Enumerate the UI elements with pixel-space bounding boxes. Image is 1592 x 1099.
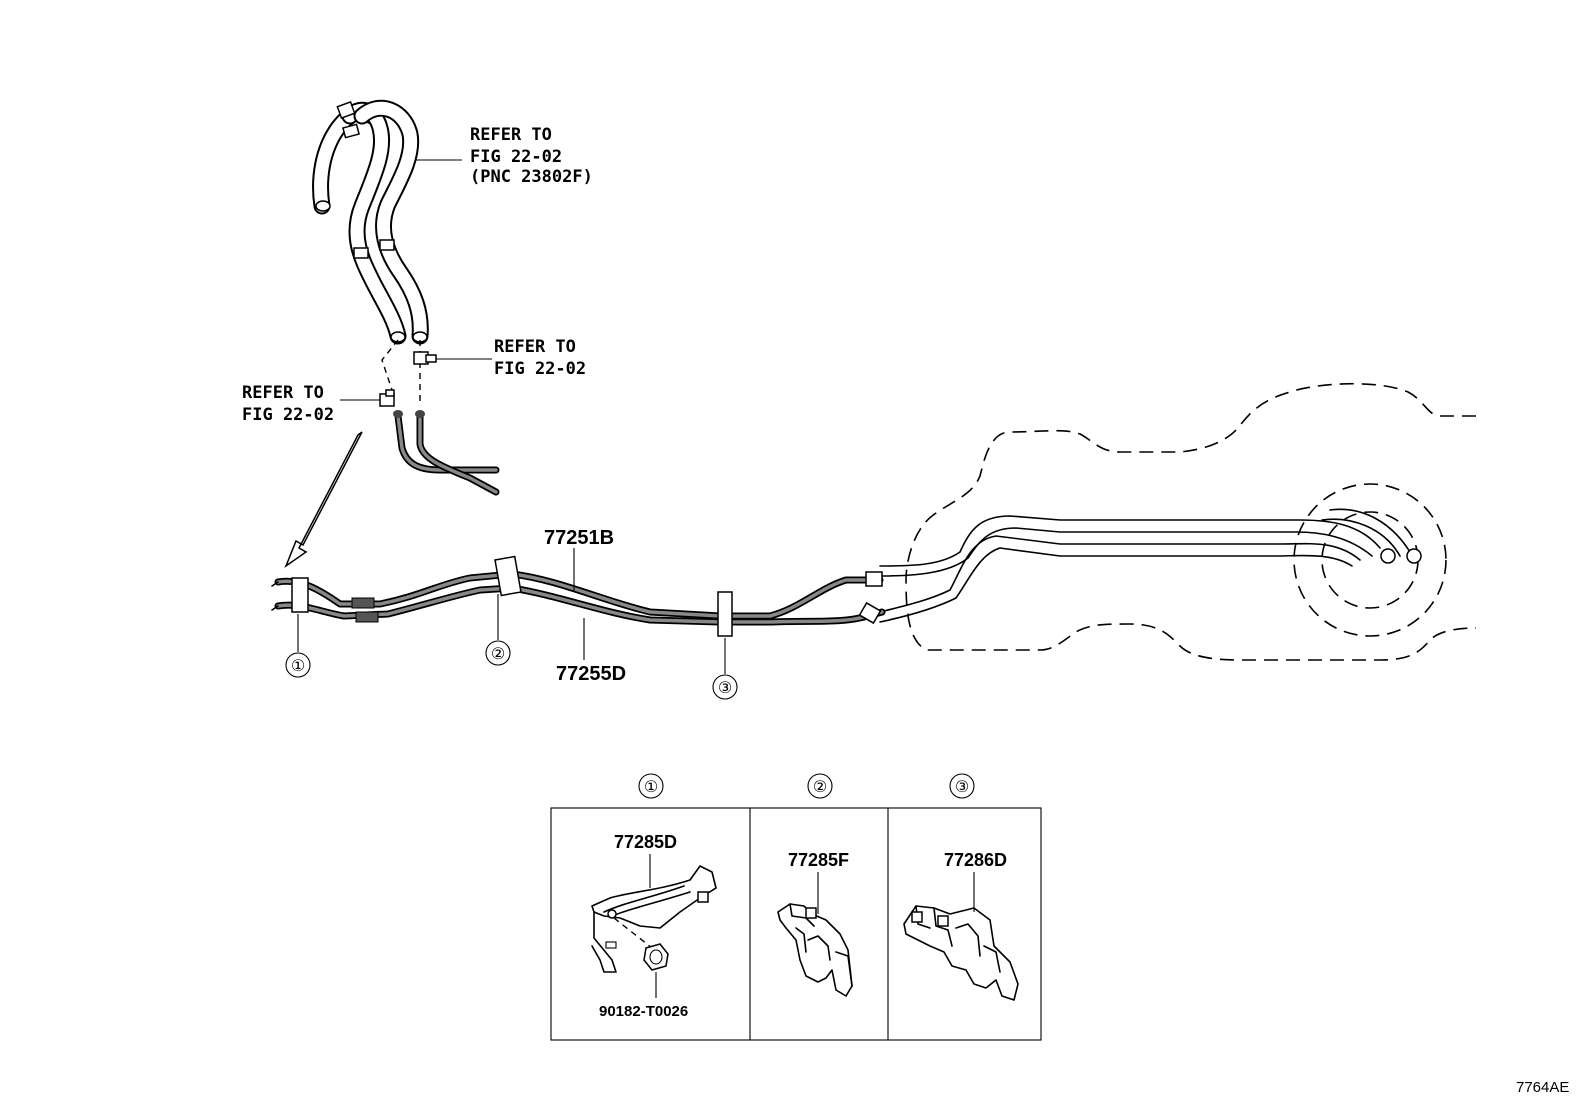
diagram-code: 7764AE	[1516, 1079, 1569, 1096]
detail-2-circle	[807, 773, 833, 799]
part-77285D: 77285D	[614, 832, 677, 852]
callout-1: ①	[291, 656, 305, 675]
clip-right	[413, 351, 437, 365]
clamp-77285F	[777, 903, 853, 997]
pipe-stubs	[393, 410, 500, 496]
detail-header-1: ①	[644, 777, 658, 796]
refer-top-line2: FIG 22-02	[470, 147, 562, 167]
tube-clamp-2	[494, 555, 522, 597]
refer-left-line2: FIG 22-02	[242, 405, 334, 425]
callout-2: ②	[491, 644, 505, 663]
part-77255D: 77255D	[556, 663, 626, 685]
callout-1-circle	[285, 652, 311, 678]
detail-header-3: ③	[955, 777, 969, 796]
nut-90182	[643, 943, 669, 971]
detail-header-2: ②	[813, 777, 827, 796]
part-77251B: 77251B	[544, 527, 614, 549]
detail-1-circle	[638, 773, 664, 799]
dashed-connector-left	[381, 339, 399, 391]
main-fuel-tubes	[271, 570, 886, 626]
direction-arrow	[284, 431, 363, 569]
callout-3: ③	[718, 678, 732, 697]
rear-fuel-lines	[879, 508, 1422, 623]
clamp-77286D	[903, 905, 1019, 1001]
part-90182-T0026: 90182-T0026	[599, 1003, 688, 1020]
clamp-bracket-77285D	[591, 865, 717, 973]
refer-mid-line2: FIG 22-02	[494, 359, 586, 379]
part-77286D: 77286D	[944, 850, 1007, 870]
clip-left	[379, 389, 395, 407]
tube-clamp-3	[717, 591, 733, 637]
vehicle-outline	[905, 382, 1477, 661]
dashed-nut-connector	[613, 917, 653, 949]
callout-3-circle	[712, 674, 738, 700]
refer-top-line3: (PNC 23802F)	[470, 167, 593, 187]
detail-3-circle	[949, 773, 975, 799]
refer-left-line1: REFER TO	[242, 383, 324, 403]
refer-mid-line1: REFER TO	[494, 337, 576, 357]
part-77285F: 77285F	[788, 850, 849, 870]
tube-clamp-1	[291, 577, 309, 613]
upper-hose-assembly	[312, 99, 429, 345]
detail-panel	[550, 807, 1042, 1041]
callout-2-circle	[485, 640, 511, 666]
refer-top-line1: REFER TO	[470, 125, 552, 145]
